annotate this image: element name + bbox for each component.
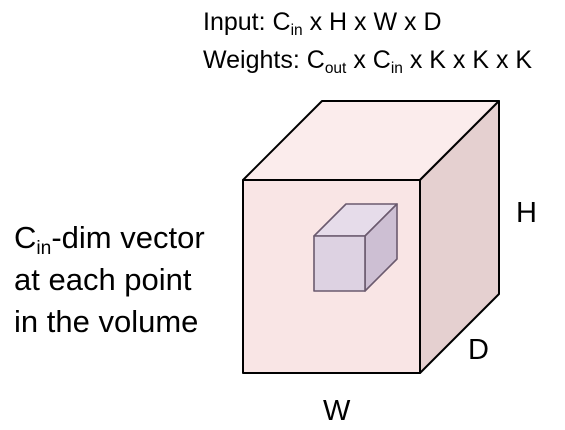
input-suffix: x H x W x D <box>302 8 442 36</box>
dimension-label-h: H <box>516 197 537 229</box>
weights-shape-label: Weights: Cout x Cin x K x K x K <box>203 46 533 77</box>
input-shape-label: Input: Cin x H x W x D <box>203 8 442 39</box>
weights-prefix: Weights: C <box>203 46 325 74</box>
dimension-label-w: W <box>323 395 351 427</box>
side-label-line-1: Cin-dim vector <box>14 220 205 258</box>
side-label-rest: -dim vector <box>51 220 205 255</box>
side-label-subscript: in <box>36 238 52 260</box>
input-subscript: in <box>290 21 303 39</box>
weights-subscript-out: out <box>324 59 347 77</box>
side-label-line-3: in the volume <box>14 304 199 339</box>
kernel-cube <box>313 203 398 292</box>
kernel-front-face <box>313 235 366 292</box>
weights-mid: x C <box>346 46 391 74</box>
side-label-c: C <box>14 220 37 255</box>
side-label-line-2: at each point <box>14 262 192 297</box>
weights-suffix: x K x K x K <box>402 46 533 74</box>
dimension-label-d: D <box>468 334 489 366</box>
input-prefix: Input: C <box>203 8 291 36</box>
weights-subscript-in: in <box>390 59 403 77</box>
